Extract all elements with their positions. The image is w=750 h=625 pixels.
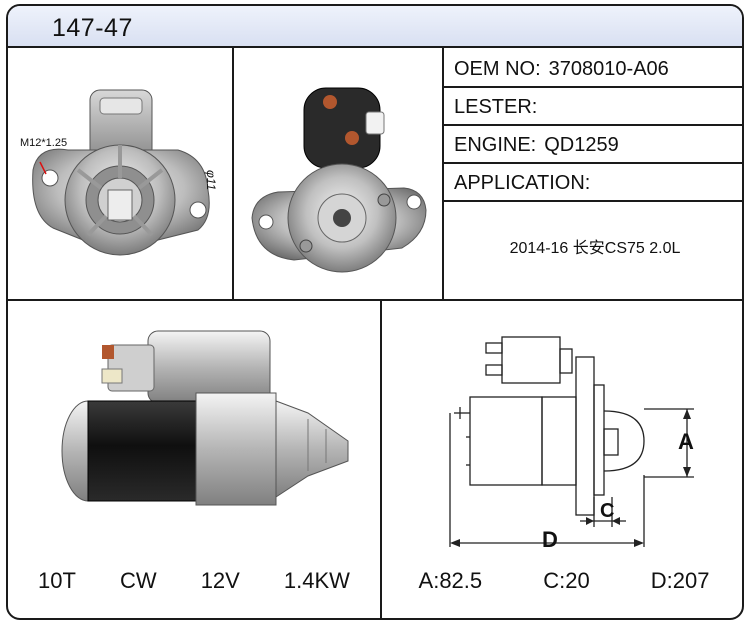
- dimension-drawing: D A C: [382, 301, 742, 552]
- oem-row: OEM NO: 3708010-A06: [444, 50, 742, 88]
- engine-value: QD1259: [544, 134, 619, 156]
- lester-label: LESTER:: [454, 96, 538, 118]
- rear-view-photo: [234, 50, 442, 300]
- lester-row: LESTER:: [444, 88, 742, 126]
- spec-table: OEM NO: 3708010-A06 LESTER: ENGINE: QD1259…: [444, 48, 742, 299]
- electrical-specs: 10T CW 12V 1.4KW: [16, 568, 372, 594]
- oem-label: OEM NO:: [454, 58, 541, 80]
- title-bar: 147-47: [8, 6, 742, 48]
- divider: [8, 299, 742, 301]
- voltage-value: 12V: [200, 568, 240, 593]
- dimension-diagram: [449, 336, 694, 547]
- part-number-title: 147-47: [52, 14, 133, 42]
- thread-callout: M12*1.25: [20, 137, 68, 149]
- divider: [380, 299, 382, 618]
- dim-d-value: D:207: [650, 568, 710, 593]
- product-spec-sheet: 147-47: [6, 4, 744, 620]
- divider: [232, 48, 234, 301]
- application-label: APPLICATION:: [454, 172, 591, 194]
- dim-a-label: A: [678, 429, 694, 454]
- dim-d-label: D: [542, 527, 558, 552]
- engine-label: ENGINE:: [454, 134, 537, 156]
- front-view-photo: M12*1.25 φ11: [8, 50, 232, 300]
- dim-c-value: C:20: [543, 568, 590, 593]
- rotation-value: CW: [119, 568, 157, 593]
- engine-row: ENGINE: QD1259: [444, 126, 742, 164]
- application-row: APPLICATION:: [444, 164, 742, 202]
- oem-value: 3708010-A06: [548, 58, 669, 80]
- teeth-value: 10T: [38, 568, 76, 593]
- power-value: 1.4KW: [283, 568, 350, 593]
- divider: [442, 48, 444, 301]
- hole-callout: φ11: [204, 170, 218, 191]
- application-value: 2014-16 长安CS75 2.0L: [509, 240, 681, 257]
- dimension-specs: A:82.5 C:20 D:207: [388, 568, 740, 594]
- dim-c-label: C: [600, 500, 615, 522]
- dim-a-value: A:82.5: [418, 568, 483, 593]
- side-view-photo: [8, 301, 380, 551]
